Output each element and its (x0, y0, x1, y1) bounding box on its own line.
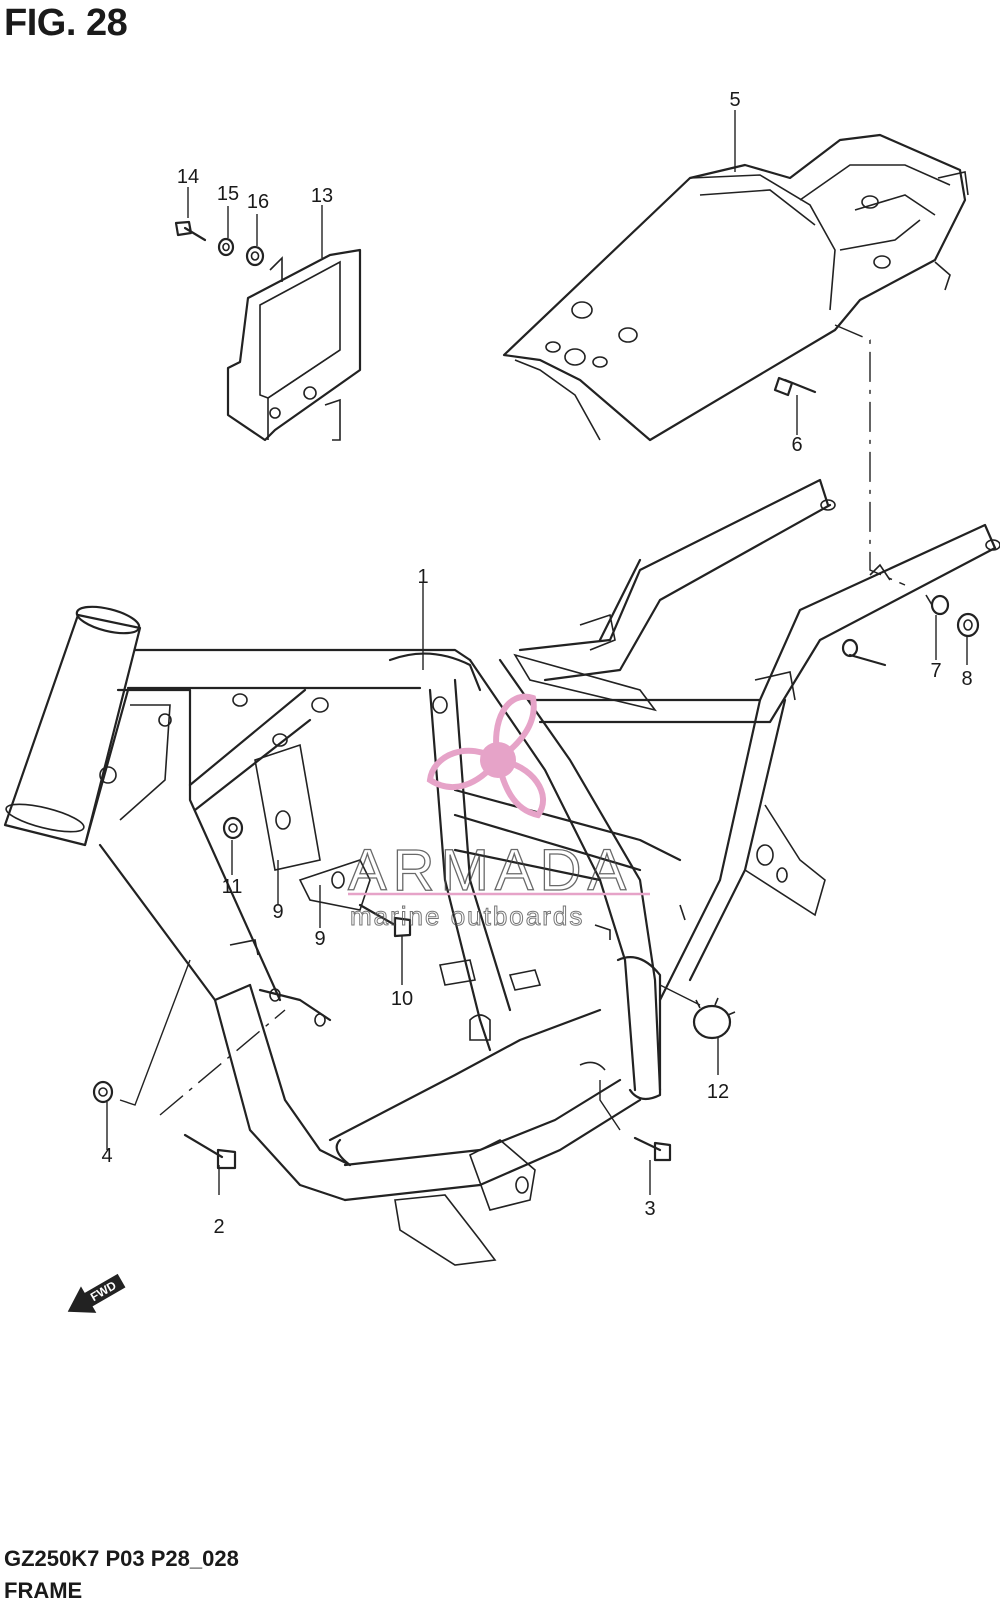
main-frame (3, 478, 1000, 1266)
figure-name: FRAME (4, 1578, 83, 1603)
part-number-9-a: 9 (272, 901, 283, 923)
part-number-15: 15 (217, 183, 239, 205)
nut-8 (956, 612, 980, 638)
propeller-logo-icon (426, 693, 546, 819)
part-number-10: 10 (391, 988, 413, 1010)
washer-15 (217, 237, 235, 257)
part-number-6: 6 (791, 434, 802, 456)
nut-11 (222, 816, 244, 840)
part-number-7: 7 (930, 660, 941, 682)
part-number-5: 5 (729, 89, 740, 111)
part-number-9-b: 9 (314, 928, 325, 950)
cap-12 (692, 997, 736, 1040)
part-number-16: 16 (247, 191, 269, 213)
part-number-4: 4 (101, 1145, 112, 1167)
stud-bolt (841, 638, 887, 667)
nut-4 (92, 1080, 114, 1104)
part-number-1: 1 (417, 566, 428, 588)
part-number-14: 14 (177, 166, 199, 188)
figure-code: GZ250K7 P03 P28_028 (4, 1546, 239, 1571)
part-number-12: 12 (707, 1081, 729, 1103)
figure-title: FIG. 28 (4, 2, 128, 44)
bolt-6 (773, 376, 817, 397)
bolt-3 (633, 1136, 672, 1162)
leader-lines (106, 110, 968, 1195)
bolt-14 (174, 220, 207, 242)
watermark-brand: ARMADA (348, 838, 632, 903)
bolt-10 (358, 903, 412, 938)
spacer-7 (925, 594, 950, 616)
bracket-13 (226, 248, 362, 442)
watermark: ARMADA marine outboards (347, 693, 650, 932)
part-number-11: 11 (222, 876, 243, 898)
nut-16 (245, 245, 265, 267)
rear-fender (502, 133, 969, 442)
part-number-8: 8 (961, 668, 972, 690)
part-number-labels: 1 2 3 4 5 6 7 8 9 9 10 11 12 13 14 15 16 (101, 89, 972, 1238)
fwd-arrow-icon: FWD (67, 1273, 126, 1313)
part-number-2: 2 (213, 1216, 224, 1238)
watermark-tagline: marine outboards (350, 901, 584, 931)
part-number-13: 13 (311, 185, 333, 207)
part-number-3: 3 (644, 1198, 655, 1220)
bolt-2 (183, 1133, 237, 1170)
